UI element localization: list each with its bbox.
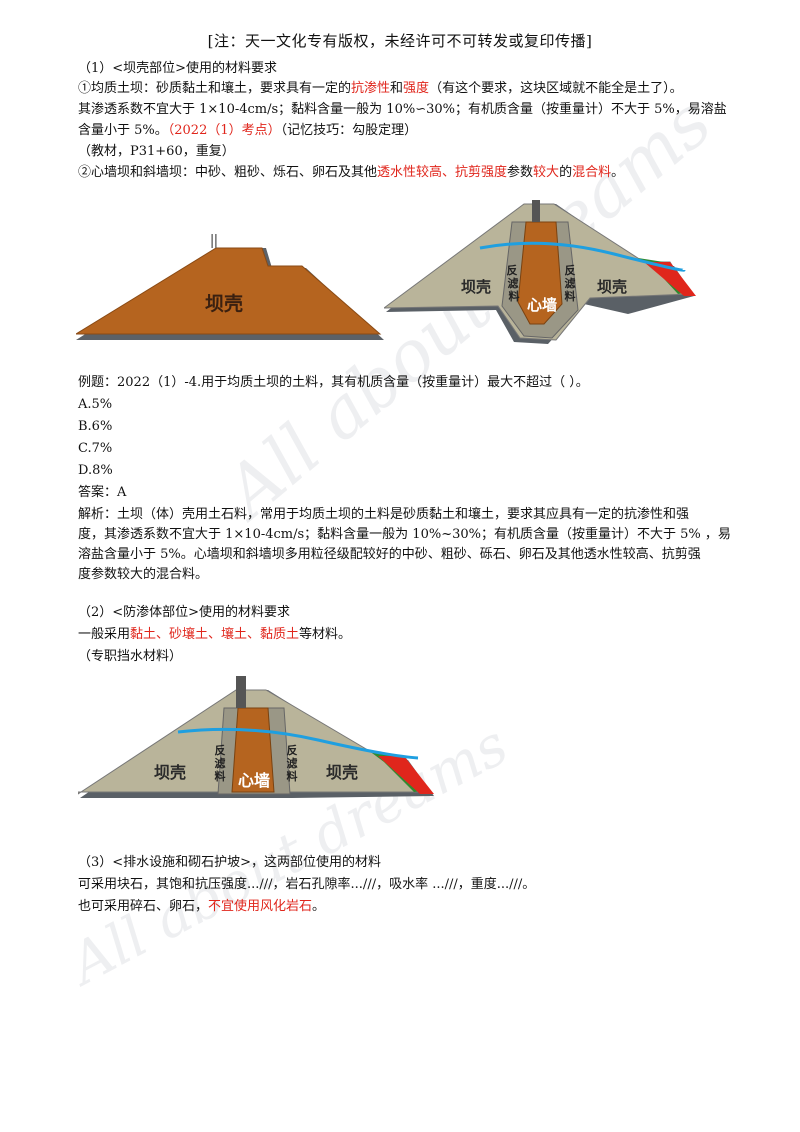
explanation-line3: 溶盐含量小于 5%。心墙坝和斜墙坝多用粒径级配较好的中砂、粗砂、砾石、卵石及其他… bbox=[78, 547, 701, 562]
figure2-filter-left-2: 滤 bbox=[508, 276, 519, 290]
section2-line1: 一般采用黏土、砂壤土、壤土、黏质土等材料。 bbox=[78, 627, 352, 642]
figure2-core-label: 心墙 bbox=[527, 296, 557, 314]
figure3-shell-label-right: 坝壳 bbox=[326, 763, 358, 782]
figure3-shell-label-left: 坝壳 bbox=[154, 763, 186, 782]
figure2-filter-right-1: 反 bbox=[565, 263, 576, 277]
section1-line4: （教材，P31+60，重复） bbox=[78, 144, 235, 159]
example-question: 例题：2022（1）-4.用于均质土坝的土料，其有机质含量（按重量计）最大不超过… bbox=[78, 375, 589, 390]
figure3-filter-right-2: 滤 bbox=[287, 756, 298, 770]
option-c: C.7% bbox=[78, 441, 113, 456]
section3-line2: 也可采用碎石、卵石，不宜使用风化岩石。 bbox=[78, 899, 326, 914]
figure1-shell-label: 坝壳 bbox=[205, 292, 243, 315]
figure2-filter-right-3: 料 bbox=[565, 289, 576, 303]
figure3-filter-left-3: 料 bbox=[215, 769, 226, 783]
core-wall-dam-figure: 坝壳 坝壳 心墙 反 滤 料 反 滤 料 bbox=[384, 200, 696, 344]
figure2-filter-left-1: 反 bbox=[507, 263, 518, 277]
option-b: B.6% bbox=[78, 419, 113, 434]
section1-line3: 含量小于 5%。（2022（1）考点）（记忆技巧：勾股定理） bbox=[78, 123, 418, 138]
section3-line1: 可采用块石，其饱和抗压强度...///，岩石孔隙率...///，吸水率 .../… bbox=[78, 877, 536, 892]
section2-title: （2）<防渗体部位>使用的材料要求 bbox=[78, 605, 291, 620]
section1-line2: 其渗透系数不宜大于 1×10-4cm/s；黏料含量一般为 10%∽30%；有机质… bbox=[78, 102, 727, 117]
figure3-filter-right-3: 料 bbox=[287, 769, 298, 783]
section1-line1: ①均质土坝：砂质黏土和壤土，要求具有一定的抗渗性和强度（有这个要求，这块区域就不… bbox=[78, 81, 683, 96]
explanation-line4: 度参数较大的混合料。 bbox=[78, 567, 209, 582]
figure2-shell-label-right: 坝壳 bbox=[597, 278, 627, 296]
section1-line5: ②心墙坝和斜墙坝：中砂、粗砂、烁石、卵石及其他透水性较高、抗剪强度参数较大的混合… bbox=[78, 165, 625, 180]
explanation-line1: 解析：土坝（体）壳用土石料，常用于均质土坝的土料是砂质黏土和壤土，要求其应具有一… bbox=[78, 507, 690, 522]
figure3-filter-left-1: 反 bbox=[215, 743, 226, 757]
answer: 答案：A bbox=[78, 485, 127, 500]
copyright-header: [注：天一文化专有版权，未经许可不可转发或复印传播] bbox=[207, 32, 593, 50]
figure3-core-label: 心墙 bbox=[238, 771, 270, 790]
figure3-filter-left-2: 滤 bbox=[215, 756, 226, 770]
section2-line2: （专职挡水材料） bbox=[78, 649, 183, 664]
figure3-filter-right-1: 反 bbox=[287, 743, 298, 757]
option-d: D.8% bbox=[78, 463, 113, 478]
option-a: A.5% bbox=[78, 397, 113, 412]
section1-title: （1）<坝壳部位>使用的材料要求 bbox=[78, 61, 278, 76]
figure2-filter-right-2: 滤 bbox=[565, 276, 576, 290]
explanation-line2: 度，其渗透系数不宜大于 1×10-4cm/s；黏料含量一般为 10%~30%；有… bbox=[78, 527, 731, 542]
figure2-shell-label-left: 坝壳 bbox=[461, 278, 491, 296]
section3-title: （3）<排水设施和砌石护坡>，这两部位使用的材料 bbox=[78, 855, 382, 870]
figure2-filter-left-3: 料 bbox=[509, 289, 520, 303]
anti-seepage-dam-figure: 坝壳 坝壳 心墙 反 滤 料 反 滤 料 bbox=[78, 676, 434, 798]
homogeneous-dam-figure: 坝壳 bbox=[76, 234, 384, 340]
